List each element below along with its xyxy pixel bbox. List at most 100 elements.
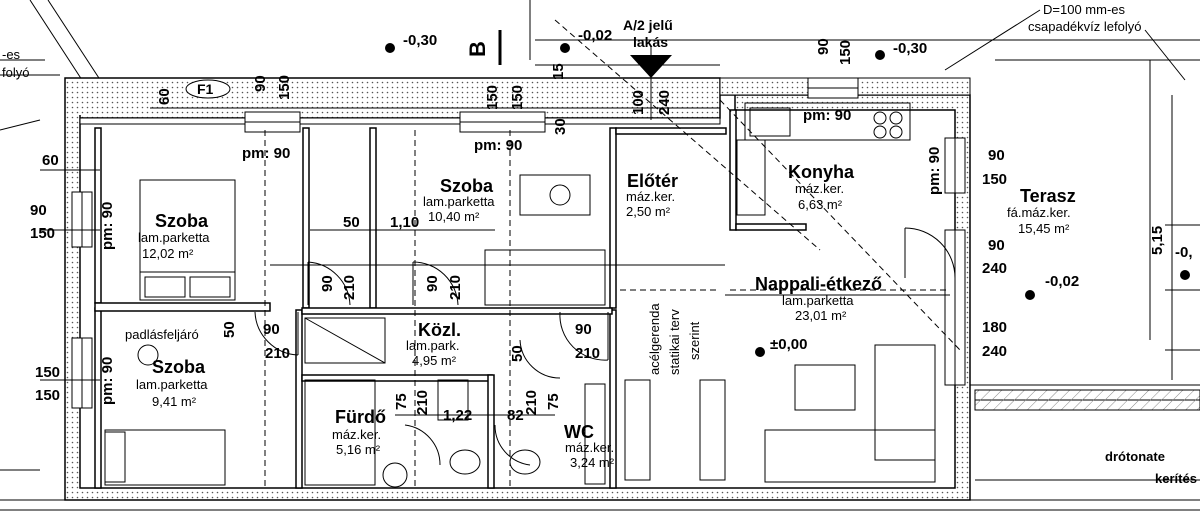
- room-floor: fá.máz.ker.: [1007, 205, 1071, 220]
- room-area: 12,02 m²: [142, 246, 194, 261]
- dim-label: 240: [982, 260, 1008, 277]
- f1-label: F1: [197, 81, 214, 97]
- room-area: 6,63 m²: [798, 197, 843, 212]
- dim-label: 150: [982, 171, 1008, 188]
- unit-label: lakás: [633, 34, 669, 50]
- left-note: folyó: [2, 65, 30, 80]
- dim-label: 210: [575, 345, 601, 362]
- dim-label: 60: [156, 88, 173, 105]
- dashed-lines: [264, 19, 961, 490]
- dim-label: 210: [341, 274, 358, 300]
- room-name: Szoba: [152, 357, 206, 377]
- dim-label: 210: [523, 389, 540, 415]
- room-area: 9,41 m²: [152, 394, 197, 409]
- dim-label: 50: [221, 321, 238, 338]
- room-area: 3,24 m²: [570, 455, 615, 470]
- room-floor: lam.parketta: [138, 230, 210, 245]
- dim-label: 90: [319, 275, 336, 292]
- room-floor: máz.ker.: [565, 440, 615, 455]
- room-area: 5,16 m²: [336, 442, 381, 457]
- room-floor: lam.parketta: [136, 377, 208, 392]
- dim-label: 240: [656, 89, 673, 115]
- room-floor: máz.ker.: [626, 189, 676, 204]
- room-floor: lam.parketta: [423, 194, 495, 209]
- dim-label: 30: [552, 118, 569, 135]
- level-markers: [385, 43, 1190, 357]
- room-name: Szoba: [155, 211, 209, 231]
- dim-label: 90: [988, 237, 1005, 254]
- pm-label: pm: 90: [242, 145, 291, 162]
- interior-walls: [94, 109, 807, 489]
- room-name: Szoba: [440, 176, 494, 196]
- dim-label: 90: [815, 38, 832, 55]
- level-label: ±0,00: [770, 336, 808, 353]
- dim-label: 210: [447, 274, 464, 300]
- section-marker: B: [464, 41, 490, 57]
- beam-note: acélgerenda: [647, 303, 662, 375]
- level-label: -0,02: [578, 27, 613, 44]
- beam-note: statikai terv: [667, 309, 682, 375]
- room-name: Előtér: [627, 171, 679, 191]
- unit-label: A/2 jelű: [623, 17, 673, 33]
- f1-marker: [185, 79, 231, 99]
- pm-label: pm: 90: [803, 107, 852, 124]
- dim-label: 15: [550, 63, 567, 80]
- dim-label: 75: [545, 393, 562, 410]
- room-name: Nappali-étkező: [755, 274, 883, 294]
- pm-label: pm: 90: [926, 146, 943, 195]
- drain-note: D=100 mm-es: [1043, 2, 1125, 17]
- dim-label: 60: [42, 152, 59, 169]
- pm-label: pm: 90: [99, 201, 116, 250]
- dim-label: 150: [276, 74, 293, 100]
- left-note: -es: [2, 47, 21, 62]
- dim-label: 82: [507, 407, 524, 424]
- fence-note: drótonate: [1105, 449, 1165, 464]
- dim-label: 1,22: [443, 407, 473, 424]
- pm-label: pm: 90: [474, 137, 523, 154]
- dim-label: 1,10: [390, 214, 420, 231]
- dim-label: 90: [30, 202, 47, 219]
- dim-label: 100: [630, 89, 647, 115]
- room-name: WC: [564, 422, 594, 442]
- dim-label: 5,15: [1149, 225, 1166, 255]
- room-area: 4,95 m²: [412, 353, 457, 368]
- dim-label: 210: [414, 389, 431, 415]
- pm-label: pm: 90: [99, 356, 116, 405]
- attic-access-label: padlásfeljáró: [125, 327, 199, 342]
- room-floor: máz.ker.: [795, 181, 845, 196]
- dim-label: 240: [982, 343, 1008, 360]
- dim-label: 75: [393, 393, 410, 410]
- dim-label: 180: [982, 319, 1008, 336]
- room-floor: lam.parketta: [782, 293, 854, 308]
- doors: [254, 227, 956, 466]
- dim-label: 210: [265, 345, 291, 362]
- dim-label: 150: [837, 39, 854, 65]
- dim-label: 90: [263, 321, 280, 338]
- dim-label: 50: [343, 214, 360, 231]
- level-label: -0,02: [1045, 273, 1080, 290]
- room-name: Terasz: [1020, 186, 1076, 206]
- dim-label: 150: [484, 84, 501, 110]
- dim-label: 50: [509, 345, 526, 362]
- drain-note: csapadékvíz lefolyó: [1028, 19, 1142, 34]
- dim-label: 90: [424, 275, 441, 292]
- terrace-hatch: [974, 389, 1200, 411]
- room-area: 15,45 m²: [1018, 221, 1070, 236]
- dim-label: 90: [575, 321, 592, 338]
- beam-note: szerint: [687, 321, 702, 360]
- furniture: [104, 102, 936, 488]
- dim-label: 90: [988, 147, 1005, 164]
- windows: [71, 77, 966, 409]
- room-area: 10,40 m²: [428, 209, 480, 224]
- dimension-lines: [40, 9, 1173, 416]
- dim-label: 150: [509, 84, 526, 110]
- dim-label: 90: [252, 75, 269, 92]
- room-floor: máz.ker.: [332, 427, 382, 442]
- dim-label: 150: [35, 364, 61, 381]
- level-label: -0,: [1175, 244, 1193, 261]
- room-floor: lam.park.: [406, 338, 460, 353]
- level-label: -0,30: [893, 40, 928, 57]
- room-name: Konyha: [788, 162, 855, 182]
- room-area: 23,01 m²: [795, 308, 847, 323]
